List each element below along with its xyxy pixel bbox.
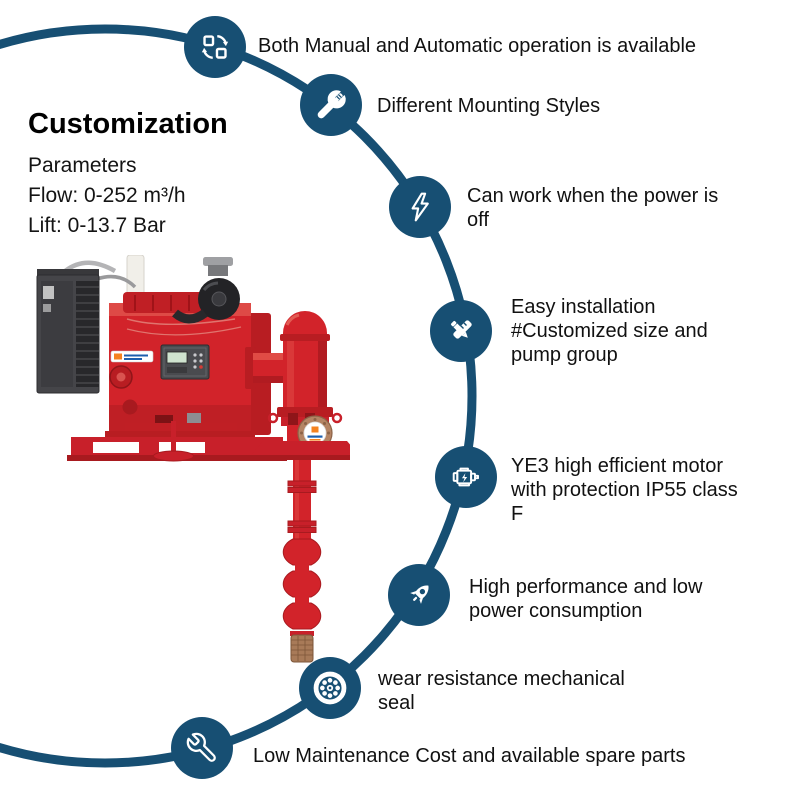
feature-node-8 <box>171 717 233 779</box>
sync-icon <box>201 35 229 59</box>
feature-label-2: Different Mounting Styles <box>377 95 601 117</box>
feature-label-8: Low Maintenance Cost and available spare… <box>253 745 686 767</box>
feature-node-2 <box>300 74 362 136</box>
feature-node-5 <box>435 446 497 508</box>
feature-node-3 <box>389 176 451 238</box>
flow-parameter: Flow: 0-252 m³/h <box>28 184 186 207</box>
design-icon <box>450 320 472 339</box>
feature-node-1 <box>184 16 246 78</box>
panel-subtitle: Parameters <box>28 154 137 177</box>
fire-pump-product-image <box>36 255 350 663</box>
feature-label-7: wear resistance mechanical seal <box>378 668 625 714</box>
lift-parameter: Lift: 0-13.7 Bar <box>28 214 166 237</box>
feature-label-3: Can work when the power is off <box>467 185 719 231</box>
rocket-icon <box>410 585 429 604</box>
panel-title: Customization <box>28 108 228 140</box>
feature-label-1: Both Manual and Automatic operation is a… <box>258 35 697 57</box>
feature-node-6 <box>388 564 450 626</box>
lightning-icon <box>411 192 429 222</box>
wrench-icon <box>186 732 216 762</box>
feature-node-4 <box>430 300 492 362</box>
feature-label-4: Easy installation #Customized size and p… <box>511 296 708 366</box>
customization-panel: Customization Parameters Flow: 0-252 m³/… <box>28 108 228 241</box>
feature-node-7 <box>299 657 361 719</box>
feature-label-6: High performance and low power consumpti… <box>469 576 703 622</box>
feature-label-5: YE3 high efficient motor with protection… <box>511 455 738 525</box>
seal-icon <box>313 671 347 705</box>
tools-icon <box>317 90 346 119</box>
motor-icon <box>452 467 479 487</box>
